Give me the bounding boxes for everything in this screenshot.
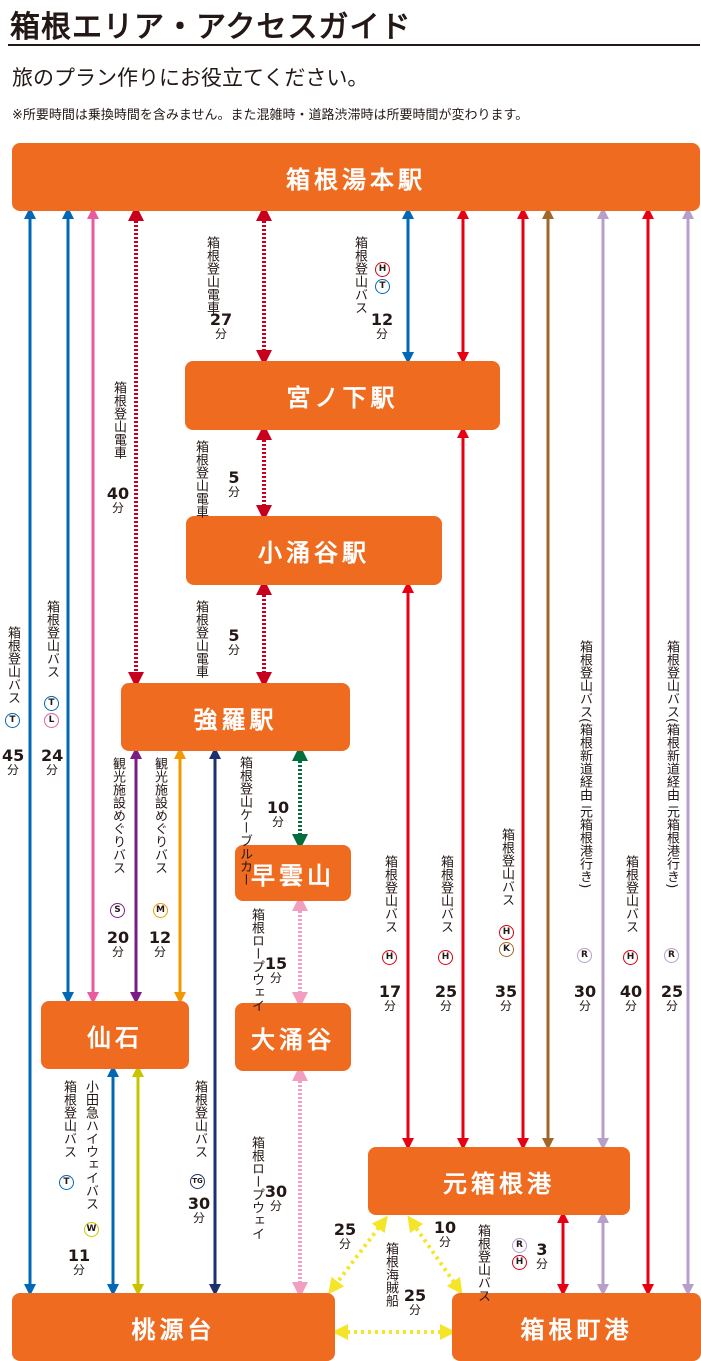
badge-t-icon: T xyxy=(59,1175,74,1190)
label-yumoto-togendai: 箱根登山バス xyxy=(5,626,20,704)
station-hakone-yumoto[interactable]: 箱根湯本駅 xyxy=(12,143,700,211)
badge-w-icon: W xyxy=(84,1222,99,1237)
badge-r-icon: R xyxy=(577,948,592,963)
badges-gora-sengoku-s: S xyxy=(110,903,125,918)
label-yumoto-motohakone: 箱根登山バス xyxy=(499,828,514,906)
badges-gora-sengoku-m: M xyxy=(153,903,168,918)
badges-yumoto-hakonemachi-r2: R xyxy=(664,948,679,963)
label-gora-sengoku-s: 観光施設めぐりバス xyxy=(110,757,125,874)
badge-s-icon: S xyxy=(110,903,125,918)
label-yumoto-sengoku: 箱根登山バス xyxy=(44,600,59,678)
station-gora[interactable]: 強羅駅 xyxy=(121,683,350,751)
label-yumoto-miyanoshita-bus: 箱根登山バス xyxy=(352,236,367,314)
badge-t-icon: T xyxy=(44,696,59,711)
badge-h-icon: H xyxy=(499,925,514,940)
badges-yumoto-hakonemachi-h: H xyxy=(623,950,638,965)
label-gora-sounzan: 箱根登山ケーブルカー xyxy=(237,756,252,886)
badge-l-icon: L xyxy=(44,713,59,728)
label-motohakone-hakonemachi: 箱根登山バス xyxy=(475,1224,490,1302)
badges-sengoku-togendai-w: W xyxy=(84,1222,99,1237)
badge-h-icon: H xyxy=(438,950,453,965)
station-togendai[interactable]: 桃源台 xyxy=(12,1293,335,1361)
badges-sengoku-togendai: T xyxy=(59,1175,74,1190)
label-gora-togendai: 箱根登山バス xyxy=(192,1080,207,1158)
badges-yumoto-sengoku: T L xyxy=(44,696,59,728)
title-rule xyxy=(8,44,700,46)
station-sounzan[interactable]: 早雲山 xyxy=(235,845,351,901)
page-subtitle: 旅のプラン作りにお役立てください。 xyxy=(12,66,369,90)
badges-gora-togendai: TG xyxy=(190,1174,205,1189)
badge-tg-icon: TG xyxy=(190,1174,205,1189)
label-miyanoshita-kowakidani: 箱根登山電車 xyxy=(193,440,208,518)
badge-h-icon: H xyxy=(382,950,397,965)
badges-yumoto-hakonemachi-r: R xyxy=(577,948,592,963)
badge-r-icon: R xyxy=(512,1238,527,1253)
badge-t-icon: T xyxy=(375,279,390,294)
label-yumoto-miyanoshita-train: 箱根登山電車 xyxy=(204,236,219,314)
station-motohakone-port[interactable]: 元箱根港 xyxy=(368,1147,630,1215)
label-kowakidani-motohakone: 箱根登山バス xyxy=(382,855,397,933)
label-kowakidani-gora: 箱根登山電車 xyxy=(193,600,208,678)
badges-miyanoshita-motohakone: H xyxy=(438,950,453,965)
label-sengoku-togendai-bus: 箱根登山バス xyxy=(61,1080,76,1158)
label-gora-sengoku-m: 観光施設めぐりバス xyxy=(152,757,167,874)
page-note: ※所要時間は乗換時間を含みません。また混雑時・道路渋滞時は所要時間が変わります。 xyxy=(12,108,529,123)
badge-m-icon: M xyxy=(153,903,168,918)
label-sounzan-owakudani: 箱根ロープウェイ xyxy=(249,908,264,1012)
badge-h-icon: H xyxy=(623,950,638,965)
page-title: 箱根エリア・アクセスガイド xyxy=(10,10,412,45)
label-owakudani-togendai: 箱根ロープウェイ xyxy=(249,1136,264,1240)
badges-yumoto-togendai: T xyxy=(5,713,20,728)
label-kaizoku: 箱根海賊船 xyxy=(383,1242,398,1307)
station-kowakidani[interactable]: 小涌谷駅 xyxy=(186,516,442,585)
label-yumoto-hakonemachi-r: 箱根登山バス(箱根新道経由 元箱根港行き) xyxy=(577,640,592,889)
badge-r-icon: R xyxy=(664,948,679,963)
station-sengoku[interactable]: 仙石 xyxy=(41,1001,189,1069)
station-hakonemachi-port[interactable]: 箱根町港 xyxy=(452,1293,701,1361)
station-miyanoshita[interactable]: 宮ノ下駅 xyxy=(185,361,500,430)
badge-k-icon: K xyxy=(499,942,514,957)
station-owakudani[interactable]: 大涌谷 xyxy=(235,1003,351,1071)
badge-h-icon: H xyxy=(375,262,390,277)
label-yumoto-hakonemachi-h: 箱根登山バス xyxy=(623,855,638,933)
badge-h-icon: H xyxy=(512,1255,527,1270)
badges-motohakone-hakonemachi: R H xyxy=(512,1238,527,1270)
badges-kowakidani-motohakone: H xyxy=(382,950,397,965)
badge-t-icon: T xyxy=(5,713,20,728)
label-sengoku-togendai-odakyu: 小田急ハイウェイバス xyxy=(83,1080,98,1210)
label-yumoto-gora: 箱根登山電車 xyxy=(111,381,126,459)
badges-yumoto-miyanoshita: H T xyxy=(375,262,390,294)
badges-yumoto-motohakone: H K xyxy=(499,925,514,957)
label-yumoto-hakonemachi-r2: 箱根登山バス(箱根新道経由 元箱根港行き) xyxy=(664,640,679,889)
label-miyanoshita-motohakone: 箱根登山バス xyxy=(438,855,453,933)
